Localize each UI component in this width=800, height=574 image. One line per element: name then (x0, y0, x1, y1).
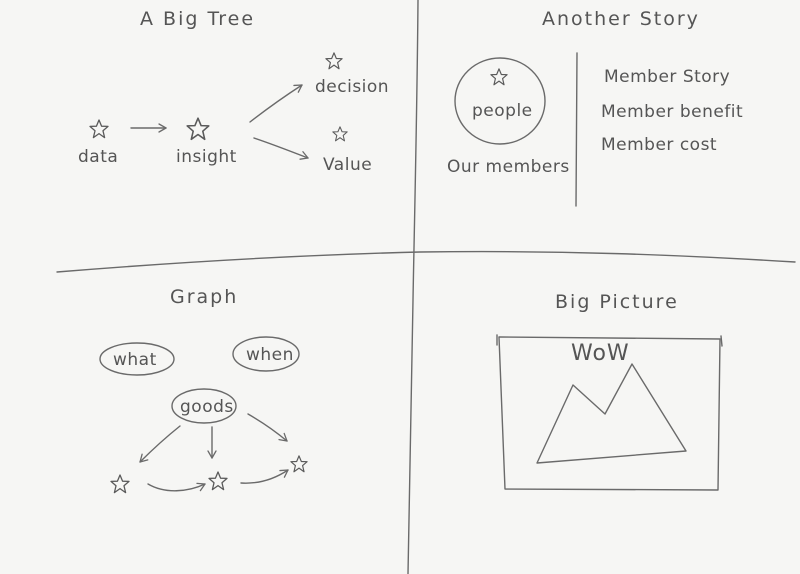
list-divider (575, 52, 578, 207)
caption-our-members: Our members (447, 157, 570, 177)
quadrant-bottom-right: Big Picture WoW (496, 291, 723, 491)
title-a-big-tree: A Big Tree (140, 8, 255, 30)
frame-tick-right (720, 335, 723, 347)
star-icon (186, 117, 210, 141)
list-item-member-story: Member Story (604, 67, 730, 87)
oval-what (99, 342, 175, 376)
oval-label-when: when (246, 345, 294, 365)
picture-frame (498, 336, 721, 491)
mountain-icon (536, 363, 687, 464)
quadrant-top-left: A Big Tree data insight decision Value (78, 8, 389, 175)
horizontal-divider (56, 250, 796, 273)
people-circle (454, 57, 546, 145)
vertical-divider (407, 0, 419, 574)
title-big-picture: Big Picture (555, 291, 679, 313)
arrow-star-left-center (147, 482, 206, 492)
arrow-goods-right (247, 413, 288, 442)
quadrant-top-right: Another Story people Our members Member … (447, 8, 743, 207)
star-icon (208, 471, 228, 491)
oval-label-goods: goods (180, 397, 234, 417)
star-icon (110, 474, 130, 494)
arrow-insight-value (253, 137, 309, 160)
frame-text-wow: WoW (571, 341, 630, 366)
title-graph: Graph (170, 286, 238, 308)
node-value: Value (323, 155, 372, 175)
node-decision: decision (315, 77, 389, 97)
node-data: data (78, 147, 118, 167)
title-another-story: Another Story (542, 8, 700, 30)
oval-when (232, 336, 300, 372)
star-icon (332, 126, 348, 142)
oval-goods (171, 388, 237, 424)
node-insight: insight (176, 147, 237, 167)
list-item-member-benefit: Member benefit (601, 102, 743, 122)
arrow-insight-decision (249, 84, 303, 123)
circle-label-people: people (472, 101, 533, 121)
arrow-goods-left (139, 425, 181, 463)
arrow-star-center-right (240, 469, 289, 484)
star-icon (490, 68, 508, 86)
star-icon (325, 52, 343, 70)
list-item-member-cost: Member cost (601, 135, 717, 155)
star-icon (290, 455, 308, 473)
oval-label-what: what (113, 350, 157, 370)
quadrant-bottom-left: Graph what when goods (99, 286, 308, 494)
star-icon (89, 119, 109, 139)
